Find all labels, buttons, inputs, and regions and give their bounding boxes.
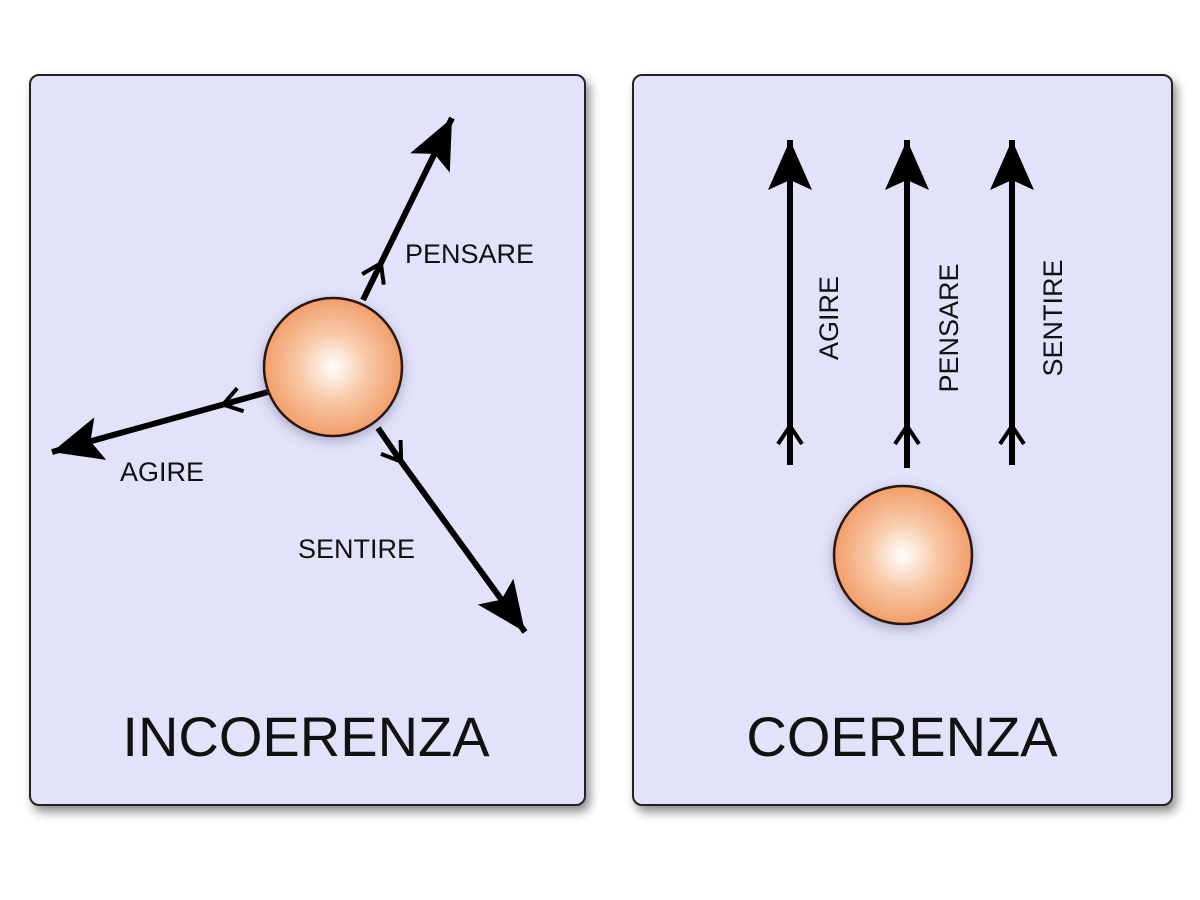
- label-pensare: PENSARE: [405, 239, 534, 269]
- label-sentire: SENTIRE: [298, 534, 415, 564]
- arrow-agire: [51, 386, 269, 460]
- coherence-panel: AGIRE PENSARE SENTIRE COERENZA: [632, 74, 1173, 806]
- sphere: [262, 296, 404, 438]
- label-pensare: PENSARE: [934, 263, 964, 392]
- sphere: [832, 484, 974, 626]
- arrow-sentire: [375, 426, 528, 634]
- label-agire: AGIRE: [814, 276, 844, 360]
- arrow-pensare: [360, 116, 455, 302]
- incoherence-panel: PENSARE AGIRE SENTIRE INCOERENZA: [29, 74, 586, 806]
- panel-title-incoerenza: INCOERENZA: [122, 705, 490, 768]
- label-agire: AGIRE: [120, 457, 204, 487]
- panel-title-coerenza: COERENZA: [746, 705, 1058, 768]
- label-sentire: SENTIRE: [1038, 259, 1068, 376]
